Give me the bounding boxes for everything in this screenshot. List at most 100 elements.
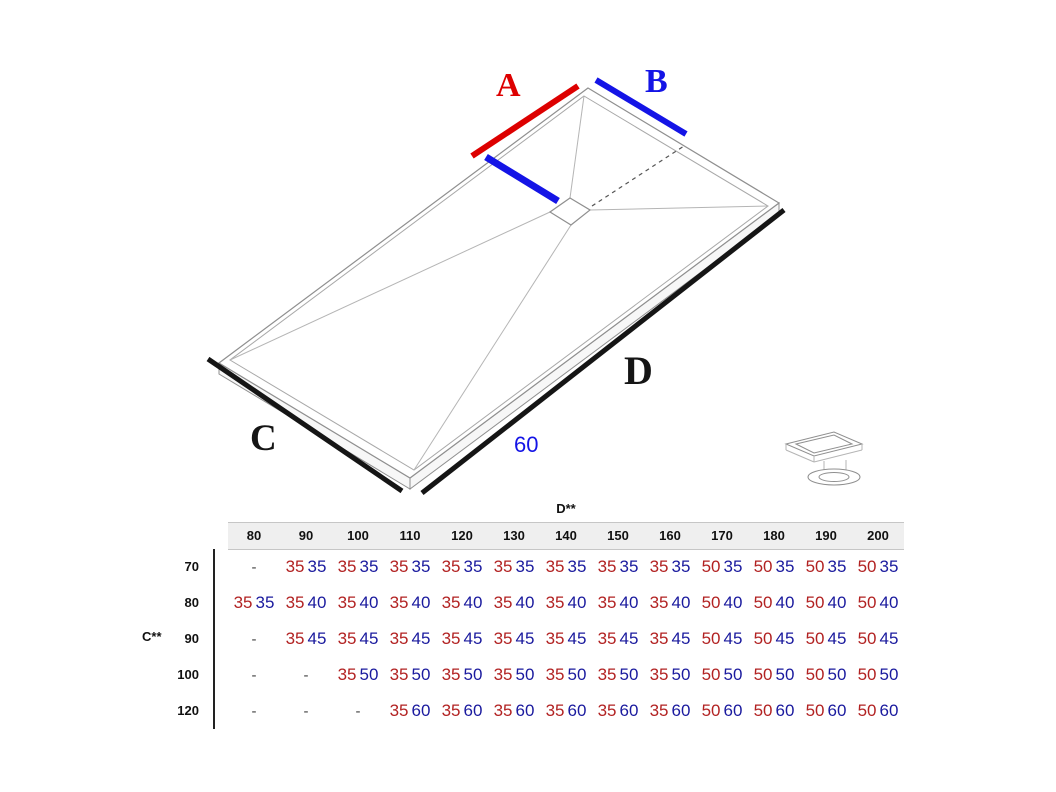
value-red: 50 (701, 665, 721, 684)
value-red: 50 (753, 665, 773, 684)
fold-line-left (229, 211, 551, 361)
value-red: 35 (233, 593, 253, 612)
value-blue: 40 (775, 593, 795, 612)
value-blue: 50 (463, 665, 483, 684)
column-header: 160 (659, 528, 681, 543)
value-red: 35 (285, 557, 305, 576)
value-red: 35 (597, 701, 617, 720)
value-red: 35 (337, 629, 357, 648)
value-red: 50 (753, 593, 773, 612)
row-axis-label: C** (142, 629, 162, 644)
value-blue: 60 (723, 701, 743, 720)
value-red: 50 (701, 629, 721, 648)
value-blue: 35 (463, 557, 483, 576)
plate-edge (813, 449, 863, 463)
value-red: 50 (753, 557, 773, 576)
value-blue: 50 (775, 665, 795, 684)
value-red: 35 (285, 629, 305, 648)
value-blue: 35 (255, 593, 275, 612)
value-red: 35 (389, 593, 409, 612)
value-blue: 35 (775, 557, 795, 576)
value-blue: 40 (567, 593, 587, 612)
value-red: 35 (337, 593, 357, 612)
column-axis-label: D** (556, 501, 576, 516)
value-red: 35 (285, 593, 305, 612)
value-red: 50 (701, 701, 721, 720)
drain-offset-dashed-line (591, 145, 685, 207)
value-blue: 60 (827, 701, 847, 720)
column-header: 130 (503, 528, 525, 543)
value-blue: 50 (723, 665, 743, 684)
value-red: 35 (441, 701, 461, 720)
row-header-divider (213, 549, 215, 729)
value-red: 50 (857, 665, 877, 684)
value-red: 50 (805, 593, 825, 612)
dimension-line-b (594, 77, 688, 137)
value-blue: 60 (567, 701, 587, 720)
value-red: 35 (389, 701, 409, 720)
value-red: 35 (597, 629, 617, 648)
value-blue: 60 (515, 701, 535, 720)
size-cell: - (332, 701, 384, 721)
drain-detail-icon (784, 431, 864, 486)
row-header: 90 (184, 631, 199, 646)
value-blue: 35 (359, 557, 379, 576)
value-red: 50 (805, 629, 825, 648)
dimension-line-a (470, 83, 580, 159)
column-header: 150 (607, 528, 629, 543)
value-blue: 50 (515, 665, 535, 684)
value-blue: 50 (359, 665, 379, 684)
value-blue: 45 (827, 629, 847, 648)
tray-top-face (217, 87, 781, 479)
empty-cell-dash: - (251, 631, 257, 648)
value-red: 50 (701, 557, 721, 576)
value-red: 35 (441, 629, 461, 648)
value-red: 35 (545, 593, 565, 612)
value-blue: 40 (307, 593, 327, 612)
value-red: 50 (701, 593, 721, 612)
value-red: 35 (493, 701, 513, 720)
value-blue: 50 (567, 665, 587, 684)
column-header: 180 (763, 528, 785, 543)
size-cell: - (228, 665, 280, 685)
value-blue: 60 (619, 701, 639, 720)
value-red: 35 (389, 665, 409, 684)
label-d: D (624, 348, 653, 393)
value-red: 35 (441, 593, 461, 612)
value-blue: 35 (827, 557, 847, 576)
value-blue: 60 (463, 701, 483, 720)
value-red: 35 (545, 665, 565, 684)
